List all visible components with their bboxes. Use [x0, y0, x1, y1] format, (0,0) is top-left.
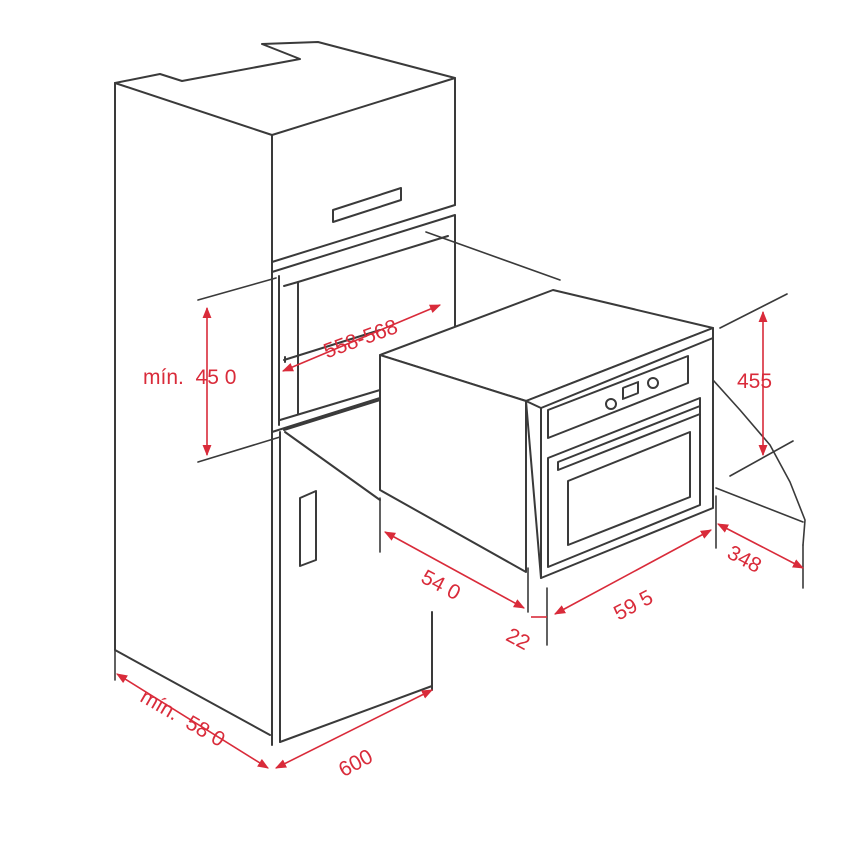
dim-depth-348-label: 348 [723, 541, 765, 578]
upper-cupboard-handle [332, 187, 402, 223]
oven-door-handle [557, 405, 701, 471]
oven-side [379, 354, 527, 573]
display-icon [622, 381, 639, 400]
built-in-oven [379, 289, 714, 579]
dim-front-22-label: 22 [502, 624, 533, 655]
dim-niche-height-label: mín. 45 0 [143, 366, 236, 389]
dimension-lines [116, 304, 804, 769]
reference-lines [114, 231, 806, 681]
dim-width-595-label: 59 5 [610, 586, 657, 625]
dim-height-455-label: 455 [737, 370, 772, 393]
left-knob-icon [605, 398, 617, 410]
oven-window [567, 431, 691, 546]
dim-cabinet-depth-label: mín. 58 0 [136, 685, 228, 752]
dim-cabinet-width-label: 600 [335, 745, 377, 782]
oven-control-panel [547, 355, 689, 439]
upper-cupboard [271, 77, 456, 263]
right-knob-icon [647, 377, 659, 389]
lower-cupboard-handle [299, 490, 317, 567]
